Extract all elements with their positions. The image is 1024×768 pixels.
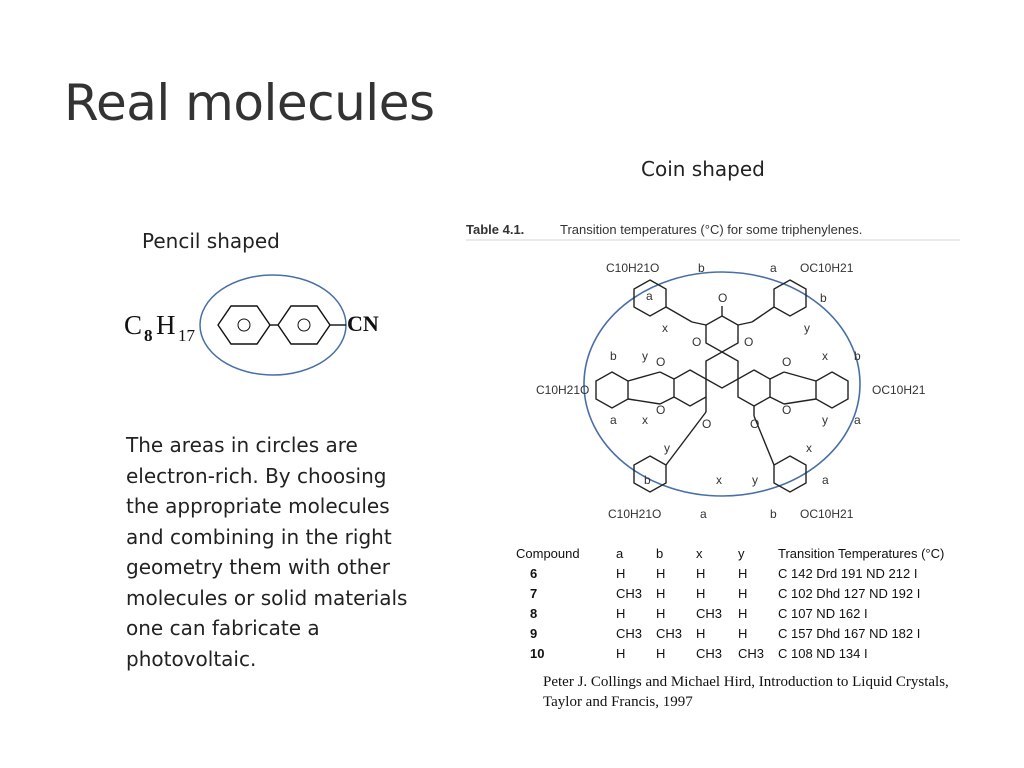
table-cell-y: H — [738, 586, 748, 601]
table-cell-a: CH3 — [616, 626, 643, 641]
table-cell-temps: C 102 Dhd 127 ND 192 I — [778, 586, 921, 601]
subst-bottom-left: C10H21O — [608, 507, 661, 521]
table-cell-compound: 10 — [530, 646, 545, 661]
table-cell-y: H — [738, 566, 748, 581]
pos-y-4: y — [664, 441, 670, 455]
body-paragraph: The areas in circles are electron-rich. … — [126, 433, 408, 671]
table-header-cell: y — [738, 546, 745, 561]
electron-rich-circle-coin — [583, 271, 861, 497]
table-cell-a: CH3 — [616, 586, 643, 601]
table-cell-temps: C 108 ND 134 I — [778, 646, 868, 661]
table-cell-a: H — [616, 566, 626, 581]
table-header-cell: Transition Temperatures (°C) — [778, 546, 945, 561]
table-cell-b: H — [656, 606, 666, 621]
oxygen-4: O — [656, 355, 665, 369]
formula-h: H — [156, 310, 176, 340]
pencil-molecule-diagram: C 8 H 17 CN — [124, 274, 379, 376]
oxygen-2: O — [692, 335, 701, 349]
table-header-cell: x — [696, 546, 703, 561]
pos-y-5: y — [752, 473, 758, 487]
pos-a-1: a — [770, 261, 777, 275]
pos-a-4: a — [854, 413, 861, 427]
table-cell-b: H — [656, 566, 666, 581]
subst-top-left: C10H21O — [606, 261, 659, 275]
pos-b-5: b — [644, 473, 651, 487]
citation: Peter J. Collings and Michael Hird, Intr… — [543, 674, 949, 710]
pos-a-3: a — [610, 413, 617, 427]
oxygen-8: O — [702, 417, 711, 431]
table-cell-temps: C 142 Drd 191 ND 212 I — [778, 566, 918, 581]
table-cell-x: CH3 — [696, 606, 723, 621]
table-cell-y: CH3 — [738, 646, 765, 661]
table-cell-compound: 9 — [530, 626, 538, 641]
pos-y-1: y — [804, 321, 810, 335]
benzene-ring-right — [277, 305, 331, 345]
table-cell-compound: 7 — [530, 586, 538, 601]
oxygen-9: O — [750, 417, 759, 431]
table-cell-b: H — [656, 586, 666, 601]
table-cell-compound: 8 — [530, 606, 538, 621]
table-cell-y: H — [738, 606, 748, 621]
pos-a-6: a — [700, 507, 707, 521]
table-cell-temps: C 157 Dhd 167 ND 182 I — [778, 626, 921, 641]
table-caption: Transition temperatures (°C) for some tr… — [560, 222, 862, 237]
table-cell-compound: 6 — [530, 566, 538, 581]
formula-sub-8: 8 — [144, 326, 153, 345]
table-header-cell: a — [616, 546, 624, 561]
pos-x-2: x — [822, 349, 828, 363]
table-cell-x: H — [696, 566, 706, 581]
formula-cn: CN — [347, 311, 379, 336]
table-title: Table 4.1. — [466, 222, 524, 237]
benzene-ring-left — [217, 305, 271, 345]
subst-bottom-right: OC10H21 — [800, 507, 854, 521]
slide-title: Real molecules — [64, 74, 435, 132]
table-cell-temps: C 107 ND 162 I — [778, 606, 868, 621]
coin-shaped-label: Coin shaped — [641, 157, 765, 181]
table-header-cell: Compound — [516, 546, 580, 561]
table-cell-a: H — [616, 646, 626, 661]
table-cell-y: H — [738, 626, 748, 641]
table-cell-x: CH3 — [696, 646, 723, 661]
table-header-cell: b — [656, 546, 664, 561]
pos-x-5: x — [716, 473, 722, 487]
pos-b-1: b — [698, 261, 705, 275]
table-cell-b: H — [656, 646, 666, 661]
subst-left: C10H21O — [536, 383, 589, 397]
oxygen-1: O — [718, 291, 727, 305]
pos-y-3: y — [822, 413, 828, 427]
formula-c: C — [124, 310, 142, 340]
pos-x-3: x — [642, 413, 648, 427]
pos-y-2: y — [642, 349, 648, 363]
subst-right: OC10H21 — [872, 383, 926, 397]
oxygen-6: O — [656, 403, 665, 417]
aromatic-circle-left — [237, 318, 251, 332]
pos-x-4: x — [806, 441, 812, 455]
table-cell-x: H — [696, 626, 706, 641]
pos-b-3: b — [610, 349, 617, 363]
table-cell-b: CH3 — [656, 626, 683, 641]
oxygen-7: O — [782, 403, 791, 417]
pos-a-2: a — [646, 289, 653, 303]
subst-top-right: OC10H21 — [800, 261, 854, 275]
pos-a-5: a — [822, 473, 829, 487]
pos-b-4: b — [854, 349, 861, 363]
triphenylene-figure: Table 4.1. Transition temperatures (°C) … — [466, 222, 960, 521]
triphenylene-core — [595, 279, 849, 493]
pos-b-6: b — [770, 507, 777, 521]
pencil-shaped-label: Pencil shaped — [142, 229, 280, 253]
pos-x-1: x — [662, 321, 668, 335]
table-cell-a: H — [616, 606, 626, 621]
formula-sub-17: 17 — [178, 326, 196, 345]
oxygen-5: O — [782, 355, 791, 369]
oxygen-3: O — [744, 335, 753, 349]
table-cell-x: H — [696, 586, 706, 601]
aromatic-circle-right — [297, 318, 311, 332]
pos-b-2: b — [820, 291, 827, 305]
